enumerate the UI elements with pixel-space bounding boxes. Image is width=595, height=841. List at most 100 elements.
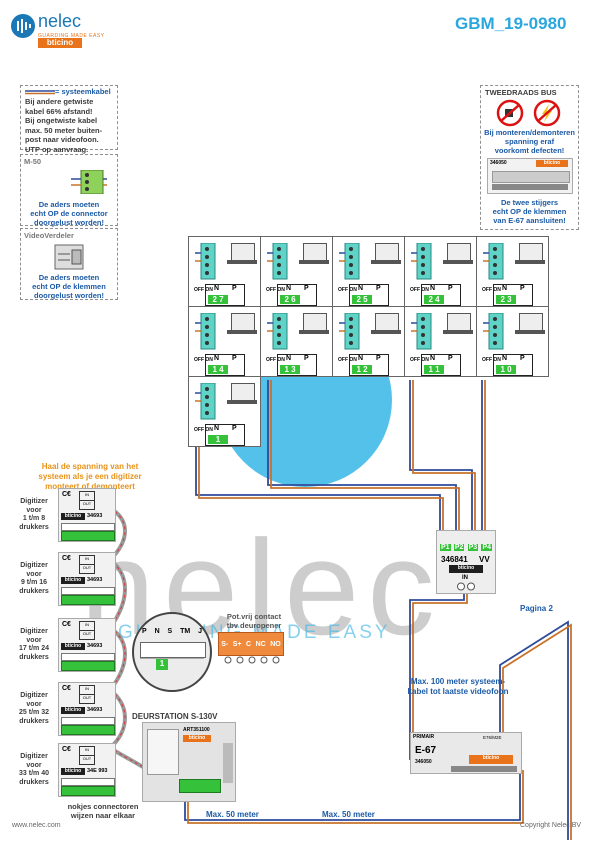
monitor-n: N — [430, 285, 436, 292]
monitor-p: P — [520, 355, 525, 362]
digitizer-module: C€ IN OUT bticino 34693 — [58, 618, 116, 672]
monitor-connector-icon — [195, 383, 216, 420]
videoverdeler-box: VideoVerdeler De aders moeten echt OP de… — [20, 228, 118, 300]
monitor-connector-icon — [411, 313, 432, 350]
monitor-off-on: OFF ON — [482, 287, 501, 293]
digitizer-green-connector — [61, 725, 115, 735]
distributor-suffix: VV — [479, 555, 490, 564]
legend-text: Bij andere getwiste kabel 66% afstand! B… — [25, 97, 103, 154]
digitizer-module: C€ IN OUT bticino 34693 — [58, 488, 116, 542]
connector-zoom-terminals — [140, 658, 204, 671]
distributor-unit: P1 P2 P3 P4 346841 VV bticino IN — [436, 530, 496, 594]
digitizer-out: OUT — [79, 500, 95, 510]
monitor-connector-icon — [267, 243, 288, 280]
monitor-n: N — [286, 285, 292, 292]
digitizer-green-connector — [61, 595, 115, 605]
monitor-n: N — [430, 355, 436, 362]
monitor-connector-icon — [195, 243, 216, 280]
monitor-p: P — [376, 285, 381, 292]
ce-mark: C€ — [62, 746, 71, 753]
distributor-in: IN — [462, 575, 468, 581]
digitizer-brand: bticino — [61, 643, 85, 650]
monitor-p: P — [232, 355, 237, 362]
monitor-address-box: N P 2 7 — [205, 284, 245, 306]
monitor-cell: OFF ON N P 2 5 — [332, 236, 405, 307]
pot-contact-block: S- S+ C NC NO — [218, 632, 284, 656]
nelec-logo: nelec GUARDING MADE EASY bticino — [10, 11, 120, 48]
digitizer-code: 34693 — [87, 643, 103, 649]
monitor-address: 1 3 — [280, 365, 300, 374]
m50-note: De aders moeten echt OP de connector doo… — [30, 200, 108, 227]
monitor-base — [515, 260, 545, 264]
psu-label: PRIMAIR — [413, 734, 435, 740]
digitizer-out: OUT — [79, 564, 95, 574]
monitor-cell: OFF ON N P 1 2 — [332, 306, 405, 377]
monitor-address-box: N P 1 4 — [205, 354, 245, 376]
max50-label-a: Max. 50 meter — [206, 810, 259, 819]
monitor-address-box: N P 2 4 — [421, 284, 461, 306]
monitor-n: N — [214, 285, 220, 292]
ce-mark: C€ — [62, 621, 71, 628]
legend-cable-label: = systeemkabel — [55, 87, 111, 96]
monitor-address: 1 0 — [496, 365, 516, 374]
digitizer-terminal-row — [61, 653, 115, 661]
monitor-n: N — [502, 285, 508, 292]
monitor-address: 2 6 — [280, 295, 300, 304]
monitor-address-box: N P 2 5 — [349, 284, 389, 306]
monitor-base — [443, 260, 473, 264]
monitor-p: P — [232, 425, 237, 432]
document-id: GBM_19-0980 — [455, 14, 567, 33]
logo-icon — [11, 14, 35, 38]
pot-contact-screws — [224, 656, 280, 664]
psu-code: 346050 — [415, 759, 432, 765]
monitor-off-on: OFF ON — [410, 357, 429, 363]
digitizer-brand: bticino — [61, 707, 85, 714]
psu-unit: PRIMAIR E76/M2E E-67 346050 bticino — [410, 732, 522, 774]
max100-note: Max. 100 meter systeem- kabel tot laatst… — [407, 677, 509, 696]
digitizer-green-connector — [61, 531, 115, 541]
monitor-p: P — [520, 285, 525, 292]
digitizer-green-connector — [61, 786, 115, 796]
cable-legend-icon — [25, 90, 55, 95]
deurstation-side — [223, 743, 233, 783]
twowire-module-brand: bticino — [536, 160, 568, 167]
monitor-cell: OFF ON N P 1 3 — [260, 306, 333, 377]
monitor-base — [227, 400, 257, 404]
monitor-n: N — [502, 355, 508, 362]
monitor-off-on: OFF ON — [338, 357, 357, 363]
digitizer-warning: Haal de spanning van het systeem als je … — [38, 462, 142, 491]
psu-name: E-67 — [415, 745, 437, 756]
twowire-module: 346050 bticino — [487, 158, 573, 194]
digitizer-module: C€ IN OUT bticino 34E 993 — [58, 743, 116, 797]
twowire-warning: Bij monteren/demonteren spanning eraf vo… — [484, 128, 575, 155]
monitor-off-on: OFF ON — [482, 357, 501, 363]
monitor-p: P — [232, 285, 237, 292]
connector-zoom-labels: P N S TM J — [142, 628, 202, 635]
monitor-connector-icon — [483, 243, 504, 280]
monitor-address-box: N P 1 1 — [421, 354, 461, 376]
distributor-code: 346841 — [441, 555, 468, 564]
digitizer-module: C€ IN OUT bticino 34693 — [58, 552, 116, 606]
monitor-address: 2 4 — [424, 295, 444, 304]
monitor-n: N — [214, 425, 220, 432]
monitor-address-box: N P 1 — [205, 424, 245, 446]
monitor-n: N — [358, 355, 364, 362]
digitizer-module: C€ IN OUT bticino 34693 — [58, 682, 116, 736]
monitor-address-box: N P 1 2 — [349, 354, 389, 376]
monitor-p: P — [376, 355, 381, 362]
monitor-off-on: OFF ON — [194, 427, 213, 433]
monitor-n: N — [358, 285, 364, 292]
monitor-off-on: OFF ON — [266, 287, 285, 293]
digitizer-green-connector — [61, 661, 115, 671]
deurstation-display — [147, 729, 179, 775]
digitizer-terminal-row — [61, 717, 115, 725]
digitizer-terminal-row — [61, 523, 115, 531]
digitizer-code: 34693 — [87, 513, 103, 519]
monitor-grid: OFF ON N P 2 7 OFF ON N — [188, 236, 549, 447]
twowire-risers-note: De twee stijgers echt OP de klemmen van … — [492, 198, 567, 225]
m50-box: M-50 De aders moeten echt OP de connecto… — [20, 154, 118, 227]
